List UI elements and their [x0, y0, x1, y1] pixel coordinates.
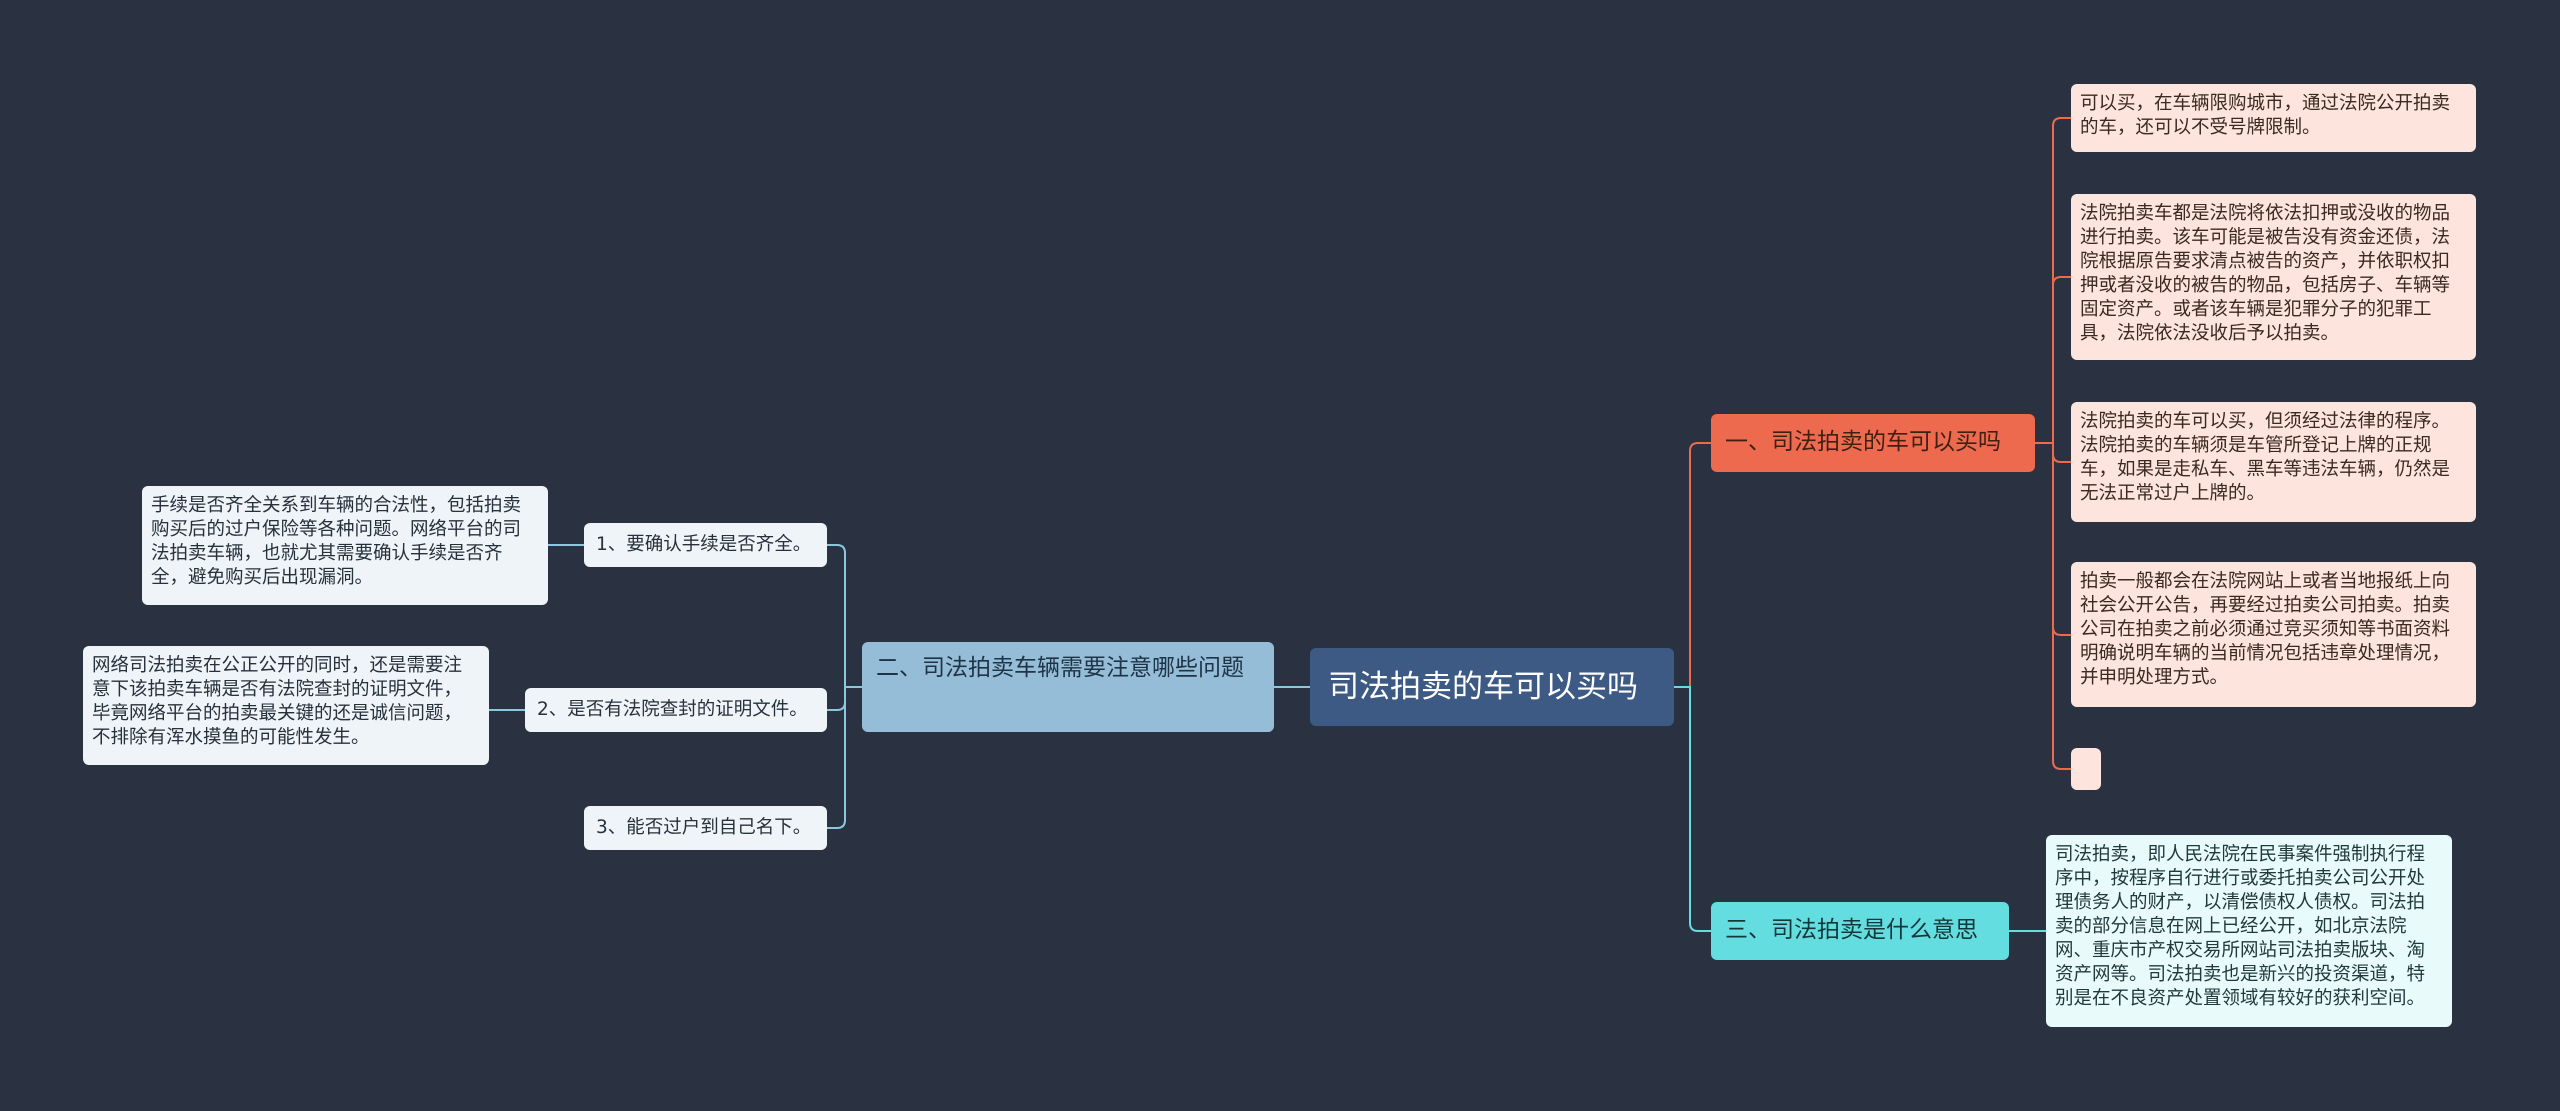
link-buy-leaf-2 — [2052, 276, 2071, 443]
branch-can-buy-label: 一、司法拍卖的车可以买吗 — [1725, 429, 2001, 456]
sub-notes-1-label: 1、要确认手续是否齐全。 — [596, 533, 812, 555]
link-buy-leaf-5 — [2052, 443, 2071, 770]
detail-notes-1-text: 手续是否齐全关系到车辆的合法性，包括拍卖购买后的过户保险等各种问题。网络平台的司… — [151, 495, 522, 589]
leaf-meaning-1-text: 司法拍卖，即人民法院在民事案件强制执行程序中，按程序自行进行或委托拍卖公司公开处… — [2055, 844, 2426, 1010]
leaf-can-buy-1[interactable]: 可以买，在车辆限购城市，通过法院公开拍卖的车，还可以不受号牌限制。 — [2071, 84, 2476, 152]
detail-notes-1[interactable]: 手续是否齐全关系到车辆的合法性，包括拍卖购买后的过户保险等各种问题。网络平台的司… — [142, 486, 548, 605]
link-root-branch-meaning — [1674, 686, 1711, 932]
link-notes-sub-1 — [827, 544, 862, 688]
link-notes-sub-3 — [827, 687, 846, 829]
branch-notes[interactable]: 二、司法拍卖车辆需要注意哪些问题 — [862, 642, 1274, 732]
root-topic-label: 司法拍卖的车可以买吗 — [1328, 668, 1638, 705]
branch-meaning-label: 三、司法拍卖是什么意思 — [1725, 917, 1978, 944]
sub-notes-3[interactable]: 3、能否过户到自己名下。 — [584, 806, 827, 850]
branch-meaning[interactable]: 三、司法拍卖是什么意思 — [1711, 902, 2009, 960]
link-buy-leaf-3 — [2052, 443, 2071, 463]
sub-notes-2-label: 2、是否有法院查封的证明文件。 — [537, 698, 808, 720]
leaf-can-buy-empty[interactable] — [2071, 748, 2101, 790]
root-topic[interactable]: 司法拍卖的车可以买吗 — [1310, 648, 1674, 726]
link-buy-leaf-4 — [2052, 443, 2071, 636]
branch-can-buy[interactable]: 一、司法拍卖的车可以买吗 — [1711, 414, 2035, 472]
branch-notes-label: 二、司法拍卖车辆需要注意哪些问题 — [876, 655, 1244, 681]
detail-notes-2[interactable]: 网络司法拍卖在公正公开的同时，还是需要注意下该拍卖车辆是否有法院查封的证明文件，… — [83, 646, 489, 765]
leaf-can-buy-4-text: 拍卖一般都会在法院网站上或者当地报纸上向社会公开公告，再要经过拍卖公司拍卖。拍卖… — [2080, 571, 2451, 689]
sub-notes-1[interactable]: 1、要确认手续是否齐全。 — [584, 523, 827, 567]
leaf-can-buy-3-text: 法院拍卖的车可以买，但须经过法律的程序。法院拍卖的车辆须是车管所登记上牌的正规车… — [2080, 411, 2451, 505]
leaf-can-buy-2[interactable]: 法院拍卖车都是法院将依法扣押或没收的物品进行拍卖。该车可能是被告没有资金还债，法… — [2071, 194, 2476, 360]
leaf-can-buy-1-text: 可以买，在车辆限购城市，通过法院公开拍卖的车，还可以不受号牌限制。 — [2080, 93, 2451, 139]
detail-notes-2-text: 网络司法拍卖在公正公开的同时，还是需要注意下该拍卖车辆是否有法院查封的证明文件，… — [92, 655, 463, 749]
link-buy-leaf-1 — [2035, 117, 2071, 444]
sub-notes-3-label: 3、能否过户到自己名下。 — [596, 816, 812, 838]
leaf-can-buy-2-text: 法院拍卖车都是法院将依法扣押或没收的物品进行拍卖。该车可能是被告没有资金还债，法… — [2080, 203, 2451, 345]
leaf-can-buy-4[interactable]: 拍卖一般都会在法院网站上或者当地报纸上向社会公开公告，再要经过拍卖公司拍卖。拍卖… — [2071, 562, 2476, 707]
leaf-can-buy-3[interactable]: 法院拍卖的车可以买，但须经过法律的程序。法院拍卖的车辆须是车管所登记上牌的正规车… — [2071, 402, 2476, 522]
sub-notes-2[interactable]: 2、是否有法院查封的证明文件。 — [525, 688, 827, 732]
leaf-meaning-1[interactable]: 司法拍卖，即人民法院在民事案件强制执行程序中，按程序自行进行或委托拍卖公司公开处… — [2046, 835, 2452, 1027]
link-root-branch-buy — [1674, 442, 1711, 688]
link-notes-sub-2 — [827, 687, 846, 711]
